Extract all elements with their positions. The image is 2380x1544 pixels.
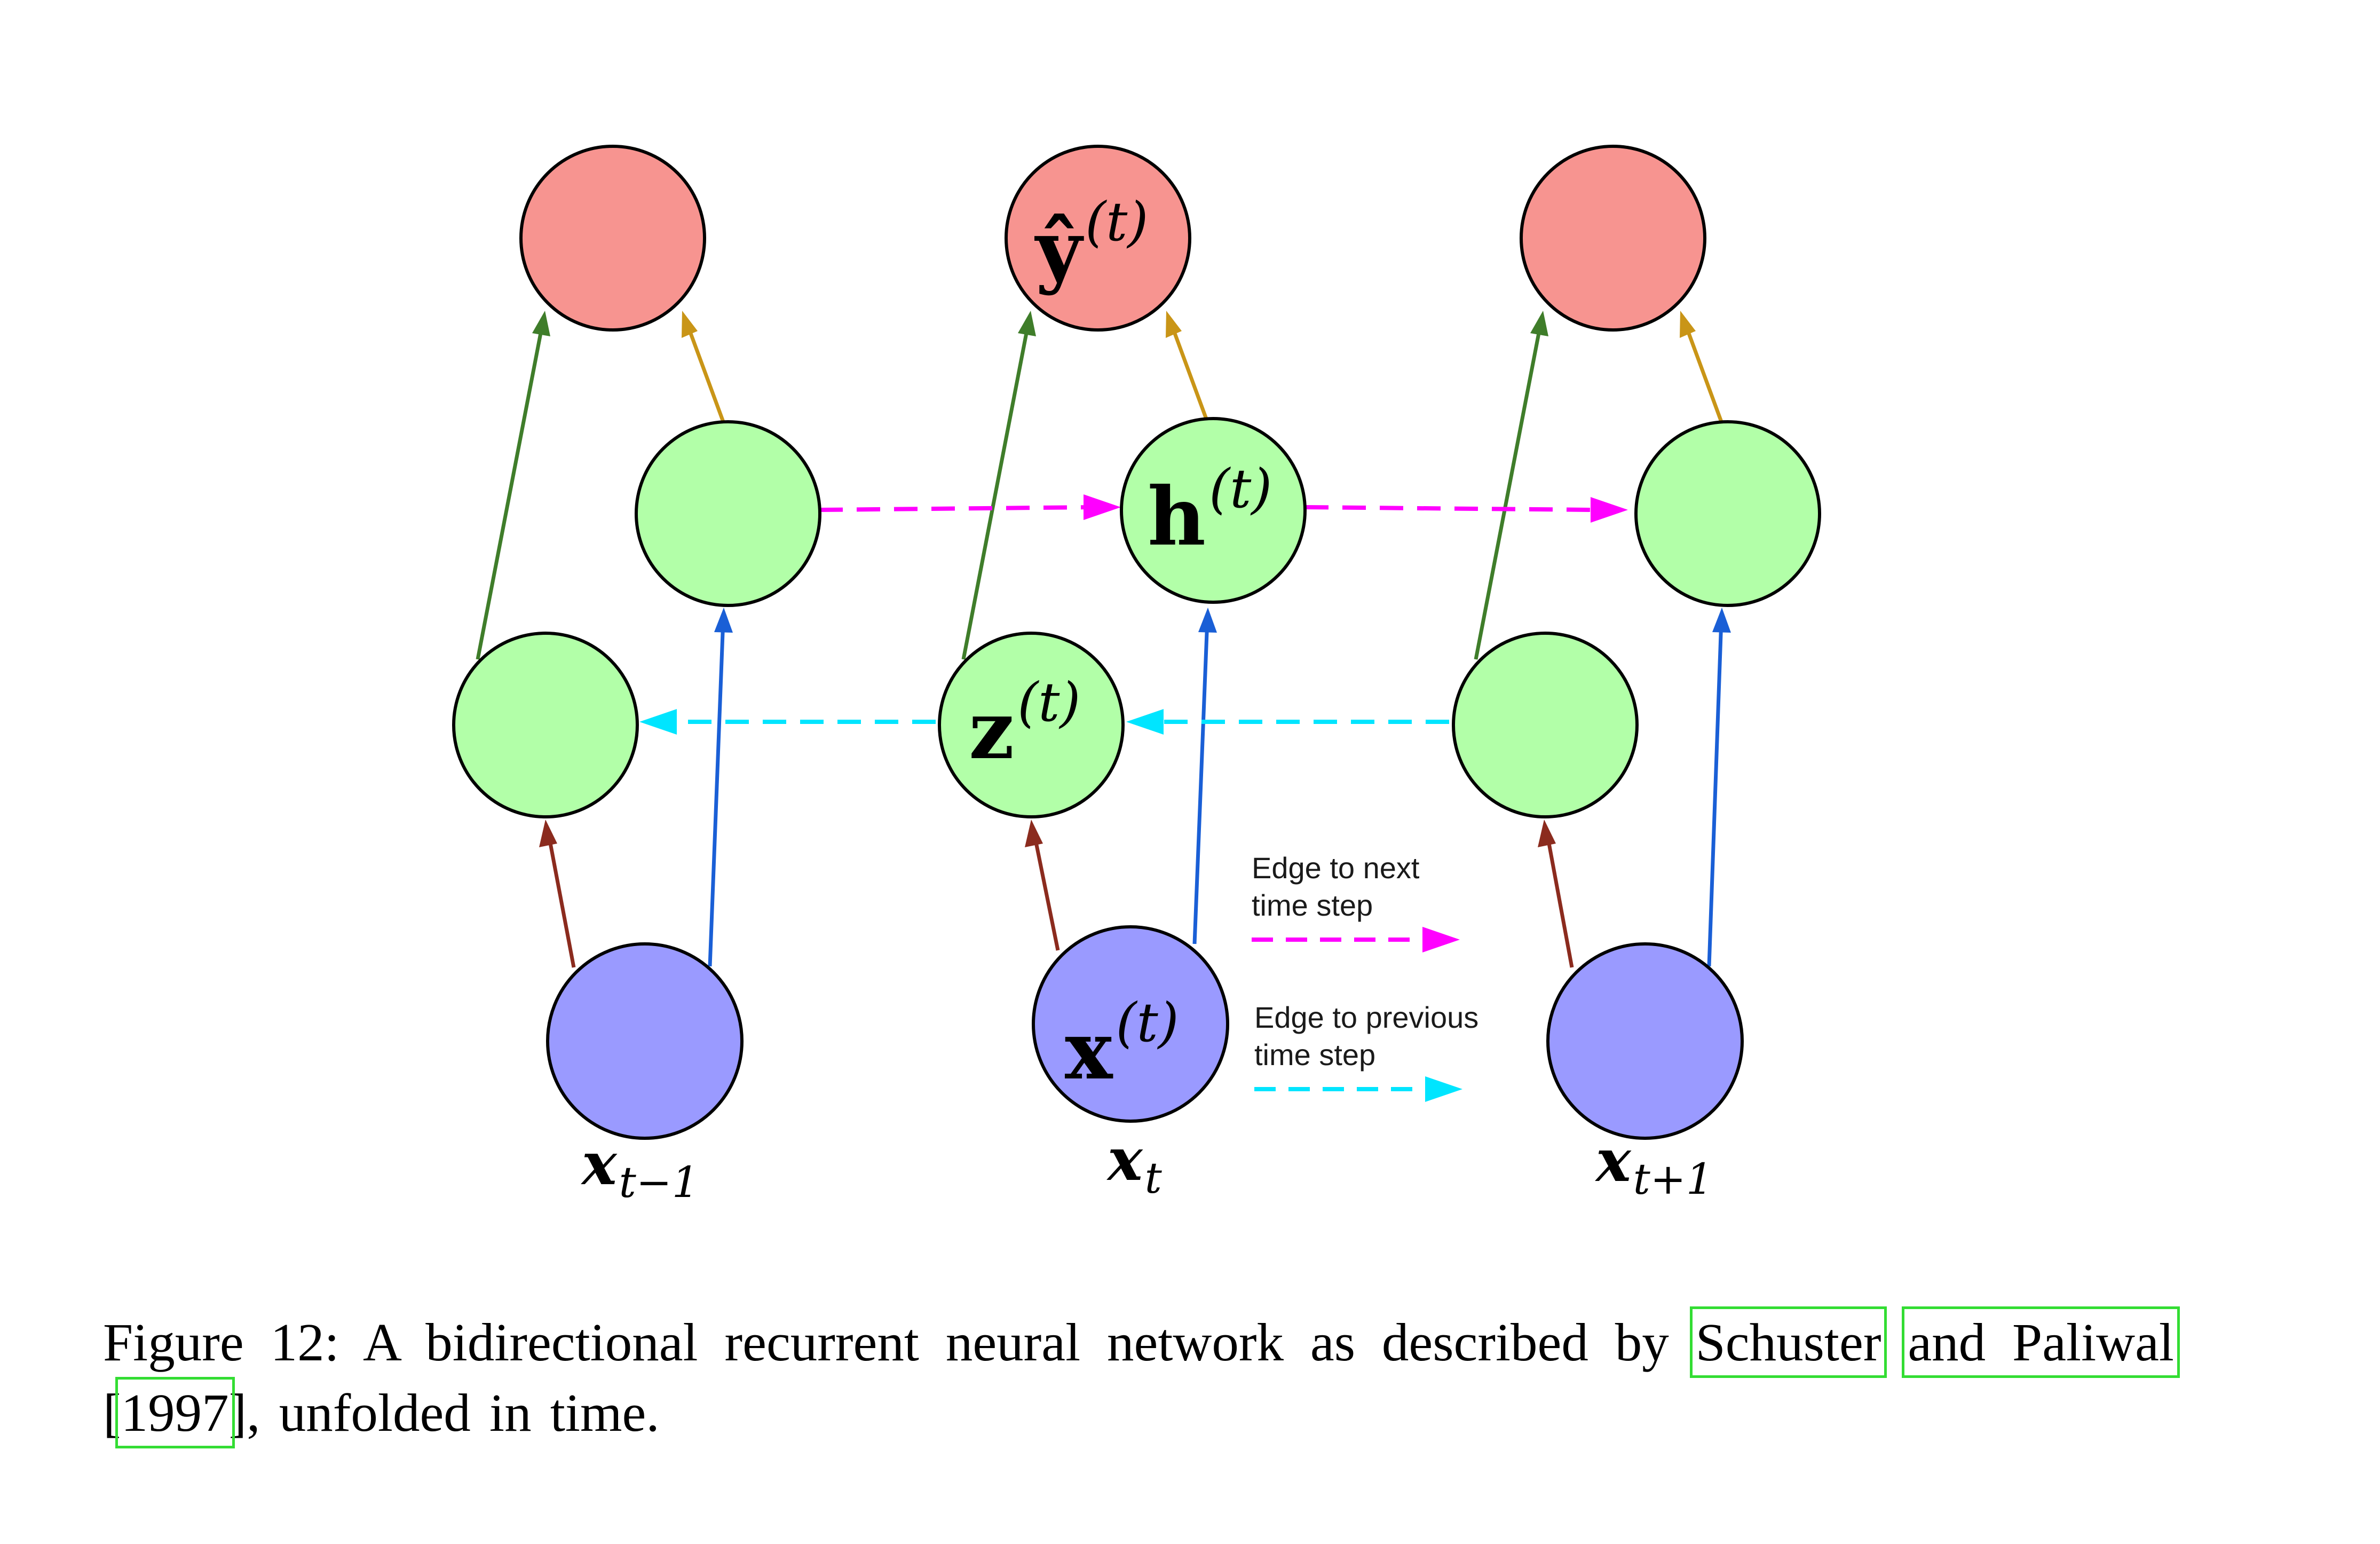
- legend-prev-line2: time step: [1254, 1038, 1375, 1072]
- label-x: x(t): [1065, 991, 1179, 1098]
- label-x-sup: (t): [1116, 991, 1179, 1054]
- citation-link-author-paliwal[interactable]: and Paliwal: [1902, 1306, 2180, 1378]
- edge-h-forward-2: [1304, 505, 1594, 512]
- nodes: [452, 145, 1821, 1140]
- input-node-next: [1546, 942, 1744, 1140]
- edge-h-to-y-curr: [1168, 319, 1209, 423]
- legend-next-line1: Edge to next: [1252, 851, 1420, 885]
- label-z-base: z: [969, 683, 1014, 777]
- legend-next-arrowhead: [1422, 927, 1460, 952]
- arrowhead-z-to-y-prev: [532, 311, 550, 336]
- label-z: z(t): [969, 671, 1080, 777]
- time-label-curr: xt: [1106, 1125, 1163, 1203]
- caption-label: Figure 12:: [103, 1312, 339, 1372]
- label-h-base: h: [1148, 470, 1206, 564]
- label-h: h(t): [1148, 458, 1272, 564]
- arrowhead-x-to-z-prev: [539, 820, 557, 847]
- edge-z-to-y-prev: [476, 319, 545, 660]
- legend-prev-arrowhead: [1425, 1076, 1462, 1102]
- forward-hidden-node-next: [1634, 420, 1821, 607]
- time-label-next: xt+1: [1595, 1126, 1713, 1204]
- legend-next-line2: time step: [1252, 888, 1373, 922]
- label-z-sup: (t): [1017, 671, 1080, 734]
- citation-link-year[interactable]: 1997: [115, 1377, 235, 1448]
- arrowhead-z-backward-2: [1126, 709, 1164, 735]
- edge-h-to-y-prev: [684, 319, 725, 423]
- arrowhead-x-to-h-curr: [1198, 608, 1217, 633]
- arrowhead-h-forward-1: [1084, 494, 1121, 520]
- time-label-prev-sub: t−1: [619, 1157, 699, 1207]
- backward-hidden-node-next: [1452, 632, 1639, 818]
- caption-text-before: A bidirectional recurrent neural network…: [362, 1312, 1696, 1372]
- time-label-prev-base: x: [581, 1129, 618, 1198]
- legend: Edge to next time step Edge to previous …: [1252, 851, 1478, 1102]
- input-node-curr: [1032, 925, 1229, 1123]
- arrowhead-z-to-y-next: [1530, 311, 1548, 336]
- arrowhead-x-to-h-prev: [714, 608, 733, 633]
- forward-hidden-node-curr: [1120, 417, 1307, 604]
- edges: [476, 311, 1731, 968]
- edge-z-to-y-curr: [961, 319, 1031, 660]
- arrowhead-x-to-z-curr: [1025, 820, 1043, 847]
- label-h-sup: (t): [1209, 458, 1272, 520]
- caption-text-after: , unfolded in time.: [247, 1383, 660, 1443]
- arrowhead-z-to-y-curr: [1018, 311, 1036, 336]
- time-labels: xt−1 xt xt+1: [581, 1125, 1713, 1207]
- output-node-prev: [519, 145, 706, 332]
- time-label-next-sub: t+1: [1633, 1154, 1713, 1204]
- edge-x-to-h-curr: [1192, 619, 1209, 944]
- arrowhead-h-to-y-curr: [1166, 311, 1182, 338]
- time-label-curr-base: x: [1106, 1125, 1143, 1194]
- forward-hidden-node-prev: [635, 420, 821, 607]
- output-node-curr: [1005, 145, 1191, 332]
- time-label-next-base: x: [1595, 1126, 1632, 1195]
- edge-x-to-z-prev: [546, 831, 576, 968]
- edge-z-to-y-next: [1474, 319, 1544, 660]
- arrowhead-h-to-y-prev: [682, 311, 698, 338]
- arrowhead-x-to-z-next: [1538, 820, 1556, 847]
- edge-x-to-h-prev: [708, 619, 725, 967]
- label-y-hat-base: ŷ: [1034, 203, 1084, 297]
- edge-x-to-z-curr: [1032, 831, 1060, 951]
- arrowhead-h-to-y-next: [1680, 311, 1696, 338]
- legend-prev-line1: Edge to previous: [1254, 1001, 1478, 1034]
- edge-x-to-z-next: [1545, 831, 1574, 968]
- label-y-hat: ŷ(t): [1034, 191, 1148, 297]
- output-node-next: [1520, 145, 1706, 332]
- edge-h-to-y-next: [1682, 319, 1723, 423]
- node-labels: ŷ(t) h(t) z(t) x(t): [969, 191, 1272, 1098]
- figure-caption: Figure 12: A bidirectional recurrent neu…: [103, 1306, 2180, 1448]
- time-label-prev: xt−1: [581, 1129, 699, 1207]
- arrowhead-h-forward-2: [1591, 497, 1628, 523]
- time-label-curr-sub: t: [1145, 1153, 1163, 1203]
- label-x-base: x: [1065, 1004, 1113, 1098]
- backward-hidden-node-prev: [452, 632, 639, 818]
- input-node-prev: [546, 942, 744, 1140]
- citation-link-author-schuster[interactable]: Schuster: [1689, 1306, 1887, 1378]
- arrowhead-x-to-h-next: [1712, 608, 1731, 633]
- edge-x-to-h-next: [1707, 619, 1723, 967]
- arrowhead-z-backward-1: [639, 709, 677, 735]
- label-y-hat-sup: (t): [1085, 191, 1148, 253]
- edge-h-forward-1: [819, 505, 1092, 512]
- backward-hidden-node-curr: [938, 632, 1125, 818]
